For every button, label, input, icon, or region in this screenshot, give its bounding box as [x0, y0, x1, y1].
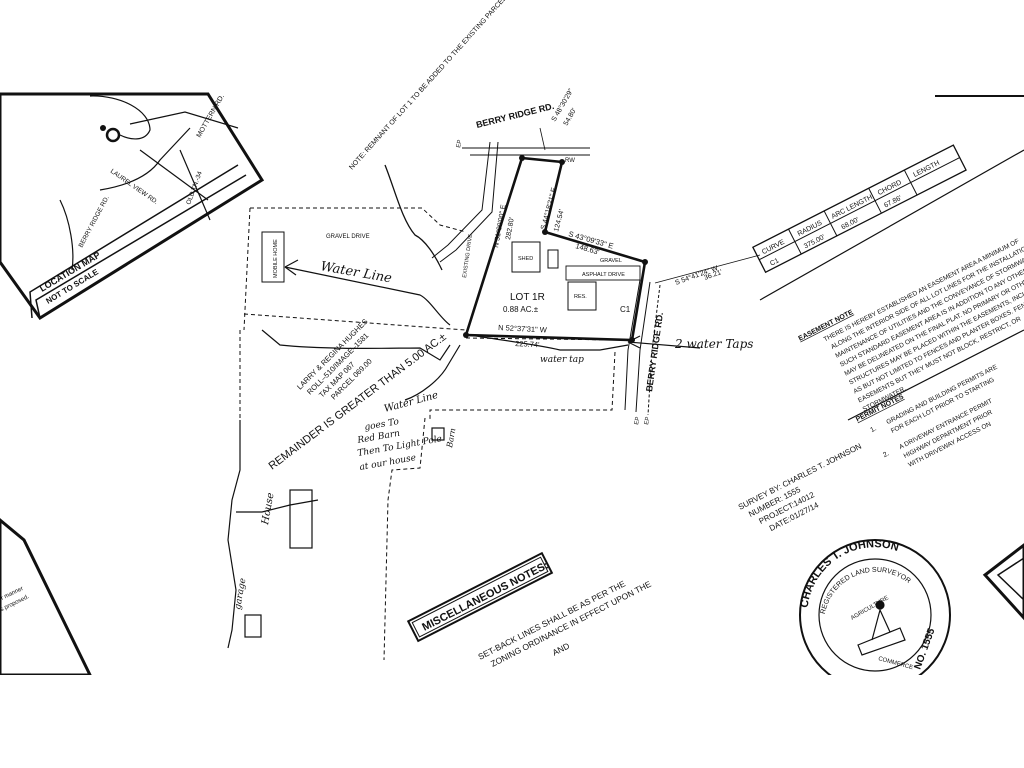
gravel-drive-label: GRAVEL DRIVE [326, 234, 370, 240]
handwritten-garage: garage [233, 577, 248, 610]
structure-label: ASPHALT DRIVE [582, 272, 625, 278]
handwritten-water-line-2: Water Line [383, 390, 440, 415]
leader-line [654, 254, 761, 284]
barn-sketch [431, 427, 445, 441]
lot-bearing-south: N 52°37'31" W [498, 323, 548, 335]
lot-area: 0.88 AC.± [503, 305, 539, 314]
top-letterbox [0, 0, 1024, 94]
lot-bearing-west: N 51°00'00" E [492, 204, 508, 249]
residence-building [567, 281, 597, 311]
road-distance: 54.80' [563, 107, 578, 127]
svg-text:ARC LENGTH: ARC LENGTH [830, 194, 873, 221]
right-notes-sheet: CURVE RADIUS ARC LENGTH CHORD LENGTH C1 … [751, 95, 1024, 469]
location-map: MOTTERN RD. LAUREL VIEW RD. OLD TN.-34 B… [0, 92, 265, 321]
mobile-home-label: MOBILE HOME [273, 239, 279, 278]
structure-label: SHED [518, 256, 533, 262]
house-sketch [289, 489, 313, 549]
parent-parcel-boundary [239, 207, 621, 661]
lot-distance-west: 282.80' [505, 217, 516, 241]
road-name-side: BERRY RIDGE RD. [644, 312, 665, 393]
svg-text:NOTE: REMNANT OF LOT 1 TO BE A: NOTE: REMNANT OF LOT 1 TO BE ADDED TO TH… [348, 0, 588, 171]
handwritten-water-taps: 2 water Taps [674, 337, 753, 351]
lot-1r: N 51°00'00" E 282.80' S 44°18'21" E 124.… [462, 155, 648, 349]
easement-note: EASEMENT NOTE THERE IS HEREBY ESTABLISHE… [798, 238, 1024, 413]
ep-label: EP [634, 416, 641, 425]
surveyor-seal: CHARLES T. JOHNSON REGISTERED LAND SURVE… [799, 538, 951, 691]
structure-label: EXISTING DRIVE [462, 234, 474, 279]
svg-text:C1: C1 [769, 257, 780, 267]
structure-label: GRAVEL [600, 258, 622, 264]
road-name-top: BERRY RIDGE RD. [475, 101, 555, 130]
leader-line [384, 164, 443, 271]
bottom-letterbox [0, 675, 1024, 768]
garage-sketch [244, 614, 262, 638]
handwritten-water-tap: water tap [540, 355, 584, 365]
handwritten-annotations [227, 259, 701, 649]
seal-emblem-icon [857, 600, 906, 656]
svg-text:375.00': 375.00' [803, 234, 826, 251]
misc-notes: MISCELLANEOUS NOTES: SET-BACK LINES SHAL… [406, 551, 653, 669]
road-line [89, 95, 151, 140]
svg-text:AND: AND [551, 641, 572, 658]
shed-building [547, 249, 559, 269]
ep-label: EP [456, 139, 463, 148]
left-sheet: r manner is proposed. [0, 518, 93, 677]
mobile-home [261, 231, 285, 283]
curve-label: C1 [620, 305, 631, 314]
lot-name: LOT 1R [510, 292, 545, 303]
survey-info: SURVEY BY: CHARLES T. JOHNSON NUMBER: 15… [737, 441, 863, 533]
water-line-arrow [284, 266, 451, 326]
berry-ridge-road: BERRY RIDGE RD. S 48°30'29" 54.80' EP RW… [431, 87, 723, 425]
lot-distance-inner: 124.54' [553, 209, 566, 233]
asphalt-drive [565, 265, 641, 281]
rw-label: RW [565, 158, 575, 164]
handwritten-barn: Barn [445, 427, 457, 449]
owner-info: LARRY & REGINA HUGHES ROLL–510/IMAGE–158… [295, 317, 374, 402]
site-marker-icon [100, 125, 121, 143]
svg-text:2.: 2. [882, 450, 890, 459]
curve-table: CURVE RADIUS ARC LENGTH CHORD LENGTH C1 … [751, 144, 967, 274]
handwritten-water-line: Water Line [319, 259, 393, 286]
remnant-note: NOTE: REMNANT OF LOT 1 TO BE ADDED TO TH… [348, 0, 588, 171]
structure-label: RES. [574, 294, 587, 300]
ep-label: EP [644, 416, 651, 425]
shed-building [511, 241, 541, 273]
water-taps-arrow [627, 335, 701, 349]
svg-text:MISCELLANEOUS NOTES:: MISCELLANEOUS NOTES: [420, 559, 550, 633]
svg-text:1.: 1. [869, 425, 877, 434]
